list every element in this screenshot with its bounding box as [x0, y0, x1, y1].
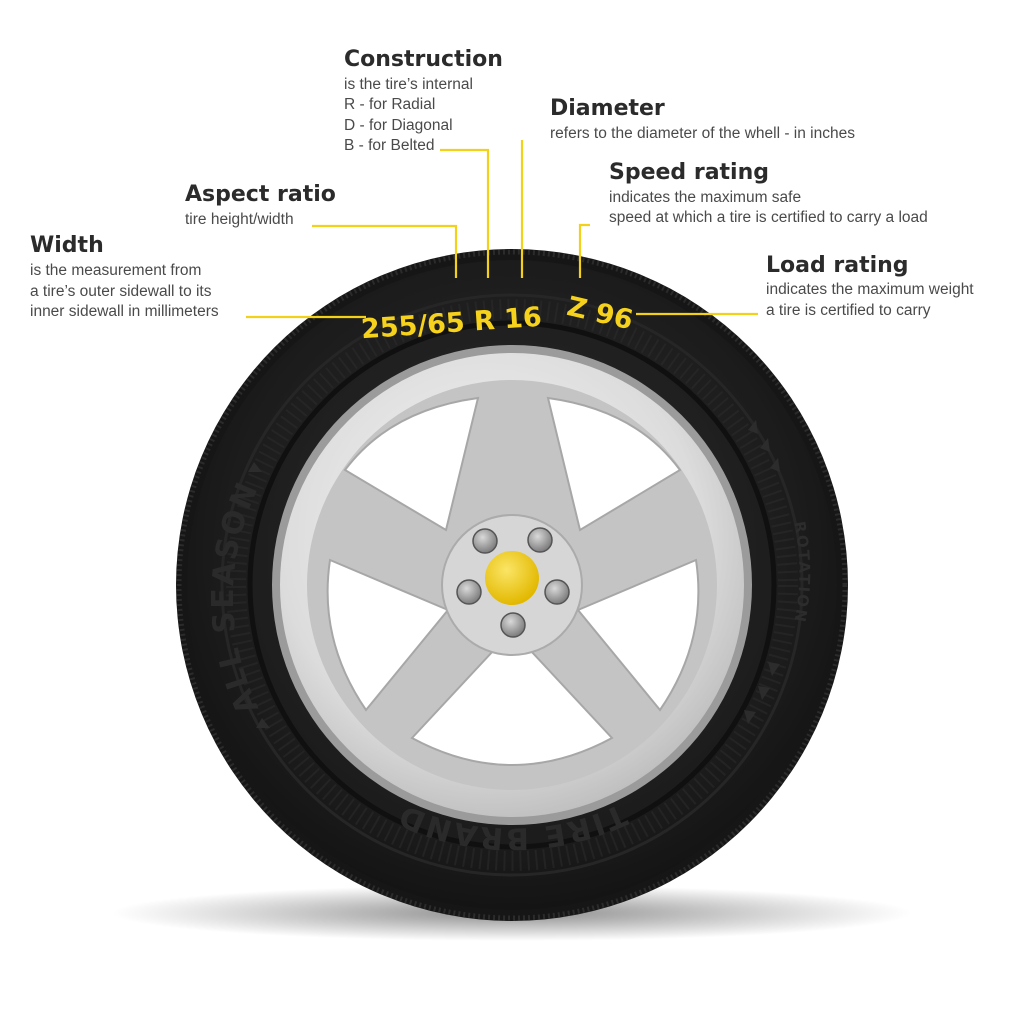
speed-rating-line: speed at which a tire is certified to ca…	[609, 209, 928, 226]
label-load-rating: Load rating indicates the maximum weight…	[766, 253, 974, 319]
leader-lines	[246, 140, 758, 319]
width-line: inner sidewall in millimeters	[30, 303, 219, 320]
label-width: Width is the measurement from a tire’s o…	[30, 233, 219, 320]
width-line: a tire’s outer sidewall to its	[30, 283, 212, 300]
rim-opening	[326, 558, 450, 712]
construction-line: is the tire’s internal	[344, 76, 473, 93]
lug-nut	[456, 579, 482, 605]
lug-nut	[500, 612, 526, 638]
construction-line: D - for Diagonal	[344, 117, 453, 134]
lug-nut	[527, 527, 553, 553]
width-heading: Width	[30, 233, 104, 258]
rotation-arrows	[248, 420, 780, 728]
diameter-heading: Diameter	[550, 96, 665, 121]
lug-nut	[472, 528, 498, 554]
speed-rating-heading: Speed rating	[609, 160, 769, 185]
construction-heading: Construction	[344, 47, 503, 72]
label-diameter: Diameter refers to the diameter of the w…	[550, 96, 855, 142]
sidewall-groove-inner	[247, 320, 777, 850]
construction-leader	[440, 148, 490, 278]
construction-line: R - for Radial	[344, 96, 435, 113]
rotation-arrow-icon	[758, 686, 770, 700]
label-construction: Construction is the tire’s internal R - …	[344, 47, 503, 154]
load-rating-line: indicates the maximum weight	[766, 281, 974, 298]
sidewall-groove-outer	[220, 293, 804, 877]
speed-rating-leader	[578, 223, 590, 278]
rim-opening	[343, 396, 480, 532]
label-aspect-ratio: Aspect ratio tire height/width	[185, 182, 336, 228]
sidewall-rotation-text: ROTATION	[790, 520, 813, 625]
lug-nut	[544, 579, 570, 605]
label-speed-rating: Speed rating indicates the maximum safe …	[609, 160, 928, 226]
sidewall-rotation-path: ROTATION	[790, 520, 811, 625]
rotation-arrow-icon	[248, 462, 262, 472]
rim-opening	[410, 649, 614, 766]
rotation-arrow-icon	[760, 438, 770, 452]
aspect-ratio-heading: Aspect ratio	[185, 182, 336, 207]
rotation-arrow-icon	[768, 662, 780, 676]
speed-rating-line: indicates the maximum safe	[609, 189, 801, 206]
width-line: is the measurement from	[30, 262, 201, 279]
wheel-rim	[272, 345, 752, 825]
construction-line: B - for Belted	[344, 137, 434, 154]
rim-opening	[546, 396, 682, 532]
diameter-line: refers to the diameter of the whell - in…	[550, 125, 855, 142]
load-rating-line: a tire is certified to carry	[766, 302, 931, 319]
rotation-arrow-icon	[770, 458, 780, 472]
aspect-ratio-line: tire height/width	[185, 211, 294, 228]
rim-opening	[576, 558, 700, 712]
hub-cap	[485, 551, 539, 605]
rotation-arrow-icon	[744, 710, 756, 724]
sidewall-ribs	[226, 299, 798, 871]
aspect-ratio-leader	[312, 224, 458, 278]
rim-openings	[326, 396, 700, 766]
tire-tread-teeth	[176, 249, 848, 921]
rotation-arrow-icon	[256, 718, 270, 728]
load-rating-heading: Load rating	[766, 253, 909, 278]
rotation-arrow-icon	[748, 420, 758, 434]
